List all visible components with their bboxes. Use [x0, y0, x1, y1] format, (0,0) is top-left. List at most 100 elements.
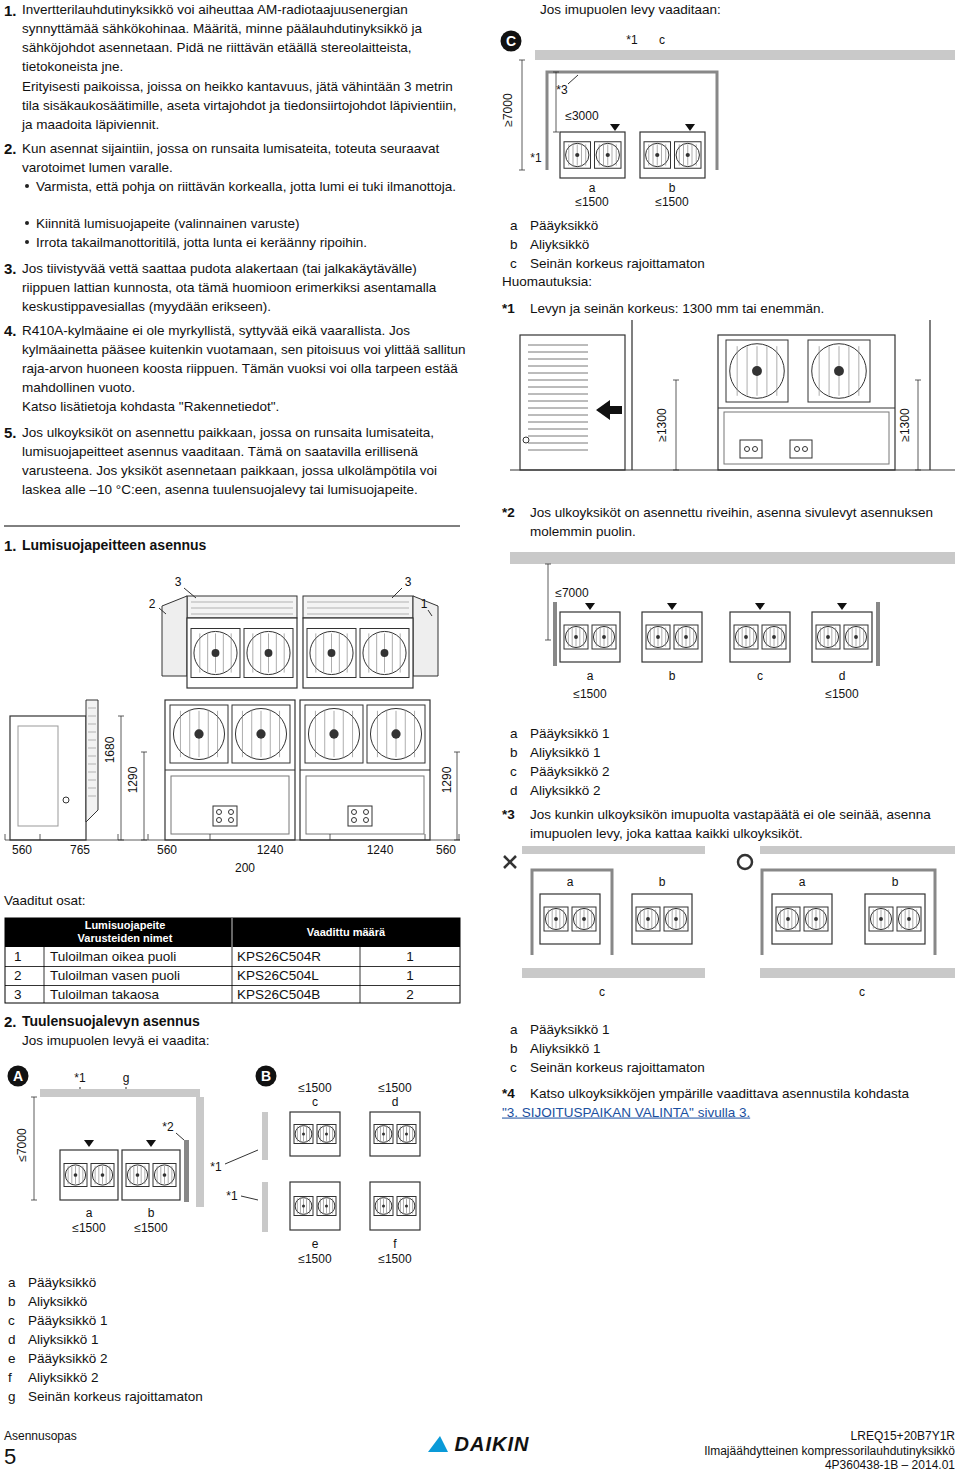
- paragraph: Erityisesti paikoissa, joissa on heikko …: [22, 77, 467, 134]
- dimension-label: b: [669, 669, 676, 684]
- figure-shape: [665, 908, 686, 929]
- figure-shape: [63, 797, 69, 803]
- figure-shape: [528, 443, 588, 444]
- dimension-label: 200: [235, 861, 255, 876]
- figure-shape: [403, 1126, 404, 1141]
- figure-shape: [284, 633, 285, 672]
- circled-letter: C: [500, 30, 522, 52]
- figure-shape: [374, 1197, 393, 1216]
- figure-shape: [352, 711, 353, 757]
- figure-shape: [217, 711, 218, 757]
- figure-shape: [290, 1112, 340, 1156]
- figure-shape: [309, 1198, 310, 1213]
- figure-shape: [380, 1198, 381, 1213]
- figure-shape: [88, 772, 96, 773]
- dimension-label: c: [859, 985, 865, 1000]
- dimension-label: ≤1500: [573, 687, 606, 702]
- figure-shape: [548, 909, 549, 928]
- figure-shape: [596, 143, 619, 166]
- figure-shape: [553, 602, 557, 666]
- figure-shape: [593, 626, 614, 647]
- dimension-label: b: [669, 181, 676, 196]
- figure-shape: [693, 627, 694, 646]
- figure-shape: [247, 631, 290, 674]
- figure-shape: [742, 627, 743, 646]
- figure-shape: [318, 1198, 335, 1215]
- figure-shape: [610, 124, 620, 131]
- figure-shape: [691, 144, 692, 165]
- figure-shape: [752, 366, 762, 376]
- figure-shape: [352, 810, 357, 815]
- figure-shape: [591, 909, 592, 928]
- figure-shape: [734, 625, 758, 649]
- figure-shape: [596, 627, 597, 646]
- figure-shape: [730, 344, 785, 399]
- dimension-label: d: [392, 1095, 399, 1110]
- figure-shape: [157, 1166, 158, 1184]
- figure-shape: [582, 917, 586, 921]
- paragraph: Kiinnitä lumisuojapeite (valinnainen var…: [36, 214, 466, 233]
- figure-shape: [191, 614, 293, 615]
- figure-shape: [579, 627, 580, 646]
- figure-shape: [738, 855, 752, 869]
- key-text: c: [510, 1060, 517, 1077]
- figure-shape: [528, 422, 588, 423]
- figure-shape: [873, 909, 874, 928]
- figure-shape: [88, 756, 96, 757]
- figure-shape: [656, 635, 660, 639]
- figure-shape: [170, 705, 228, 763]
- figure-shape: [661, 627, 662, 646]
- figure-shape: [576, 909, 577, 928]
- table-header: Vaadittu määrä: [307, 926, 385, 940]
- figure-shape: [210, 834, 211, 840]
- figure-shape: [684, 635, 688, 639]
- key-text: Aliyksikkö 1: [530, 745, 601, 762]
- dimension-label: f: [393, 1237, 396, 1252]
- figure-shape: [25, 240, 29, 244]
- figure-shape: [306, 1126, 307, 1141]
- figure-shape: [858, 346, 859, 396]
- figure-shape: [596, 400, 622, 420]
- figure-shape: [834, 366, 844, 376]
- section-heading: Tuulensuojalevyn asennus: [22, 1012, 200, 1031]
- figure-shape: [229, 818, 234, 823]
- figure-shape: [324, 711, 325, 757]
- dimension-label: *1: [226, 1189, 237, 1204]
- figure-shape: [31, 1097, 37, 1098]
- figure-shape: [244, 629, 293, 678]
- dimension-label: b: [892, 875, 899, 890]
- figure-shape: [307, 602, 409, 603]
- figure-shape: [364, 818, 369, 823]
- figure-shape: [682, 627, 683, 646]
- figure-shape: [749, 627, 750, 646]
- figure-shape: [646, 625, 670, 649]
- dimension-label: ≤1500: [378, 1252, 411, 1267]
- dimension-label: ≤1500: [298, 1081, 331, 1096]
- figure-shape: [611, 144, 612, 165]
- figure-shape: [405, 1132, 408, 1135]
- figure-shape: [88, 764, 96, 765]
- figure-shape: [153, 1164, 176, 1187]
- key-text: a: [8, 1275, 16, 1292]
- figure-shape: [265, 649, 273, 657]
- figure-shape: [400, 1126, 401, 1141]
- figure-shape: [5, 834, 6, 840]
- figure-shape: [519, 60, 525, 61]
- figure-shape: [831, 627, 832, 646]
- figure-shape: [25, 184, 29, 188]
- figure-shape: [884, 909, 885, 928]
- dimension-label: c: [757, 669, 763, 684]
- figure-shape: [606, 153, 610, 157]
- key-text: Seinän korkeus rajoittamaton: [530, 1060, 705, 1077]
- figure-shape: [409, 1198, 410, 1213]
- figure-shape: [646, 917, 650, 921]
- figure-shape: [520, 335, 625, 470]
- figure-shape: [162, 596, 187, 676]
- figure-shape: [25, 221, 29, 225]
- figure-shape: [232, 705, 290, 763]
- figure-shape: [425, 834, 426, 840]
- figure-shape: [556, 72, 557, 132]
- figure-shape: [187, 596, 297, 618]
- figure-shape: [599, 144, 600, 165]
- dimension-label: a: [589, 181, 596, 196]
